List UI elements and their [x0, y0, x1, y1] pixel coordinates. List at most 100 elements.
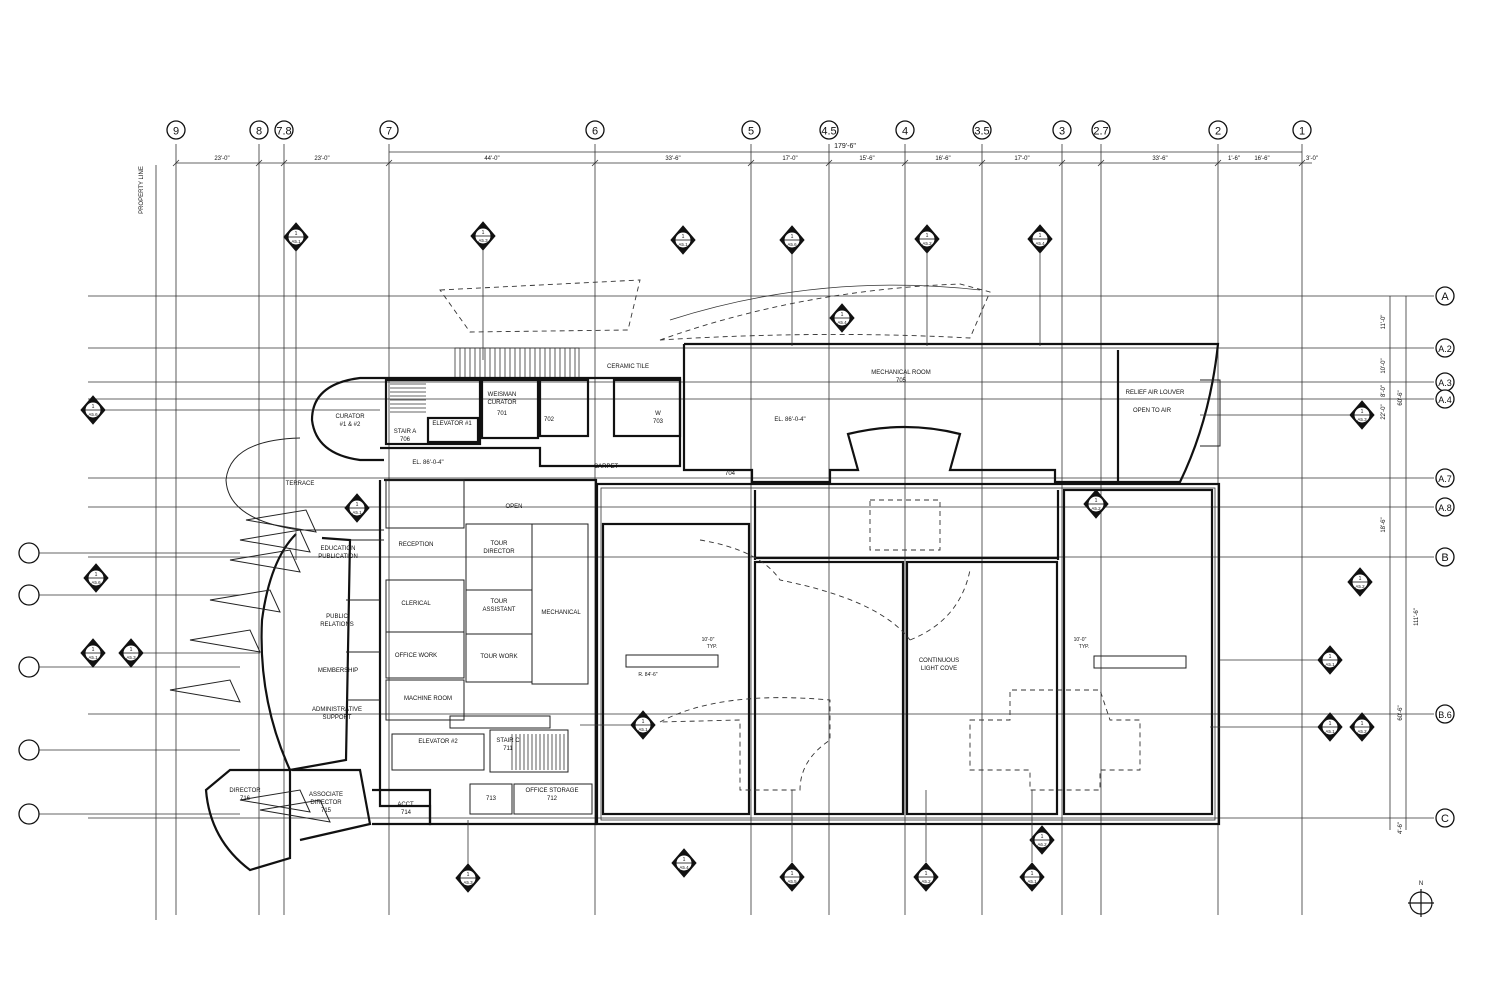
section-marker-number: 1 [1031, 871, 1034, 877]
room-713 [469, 783, 513, 815]
grid-bubble-label: A [1441, 291, 1449, 303]
dimension-tick [1097, 159, 1105, 167]
admin-arc-wall [289, 536, 352, 772]
dimension-note: TYP. [1079, 644, 1089, 650]
grid-bubble-left [18, 542, 40, 564]
room-name: OPEN TO AIR [1133, 408, 1172, 414]
section-marker-sheet: A5.1 [291, 239, 301, 244]
room-name: MEMBERSHIP [318, 668, 358, 674]
room-name: ELEVATOR #2 [418, 739, 458, 745]
section-marker: 1A5.4 [671, 848, 697, 878]
north-arrow-label: N [1419, 881, 1423, 887]
office-work-room [385, 631, 465, 679]
dashed-ceiling-2 [969, 689, 1141, 791]
dimension-label: 16'-6" [935, 156, 950, 162]
section-marker-number: 1 [1361, 721, 1364, 727]
dashed-skylight [869, 499, 941, 551]
grid-bubble-label: 1 [1299, 126, 1305, 138]
facade-fin [169, 679, 241, 703]
section-marker-number: 1 [1361, 409, 1364, 415]
dimension-label: 23'-0" [214, 156, 229, 162]
room-sub: CURATOR [487, 400, 517, 406]
dashed-arc-1 [699, 539, 911, 641]
dimension-label: 8'-0" [1381, 385, 1387, 397]
section-marker-sheet: A5.3 [478, 238, 488, 243]
section-marker: 1A5.6 [779, 225, 805, 255]
grid-bubble-label: A.4 [1438, 395, 1452, 405]
grid-bubble-label: 4 [902, 126, 908, 138]
grid-bubble-circle [1435, 808, 1455, 828]
section-marker-number: 1 [1329, 721, 1332, 727]
room-name: WEISMAN [488, 392, 517, 398]
room-name: OFFICE STORAGE [526, 788, 579, 794]
room-sub: 714 [401, 810, 412, 816]
section-marker: 1A5.2 [1347, 567, 1373, 597]
room-sub: 706 [400, 437, 411, 443]
dimension-label: 11'-0" [1381, 315, 1387, 330]
room-sub: SUPPORT [323, 715, 352, 721]
grid-bubble-col: 8 [249, 120, 269, 140]
section-marker-number: 1 [791, 871, 794, 877]
section-marker-sheet: A5.4 [837, 320, 847, 325]
admin-partitions [346, 539, 384, 701]
section-marker: 1A5.2 [914, 224, 940, 254]
grid-bubble-row: A.7 [1435, 468, 1455, 488]
section-marker-sheet: A5.1 [1325, 662, 1335, 667]
grid-bubble-col: 4.5 [819, 120, 839, 140]
facade-fin [245, 509, 317, 533]
elevator-1 [426, 416, 480, 444]
dimension-label: 33'-6" [1152, 156, 1167, 162]
room-label: TOUR WORK [480, 654, 517, 660]
stair-c [489, 729, 569, 773]
grid-bubble-circle [18, 656, 40, 678]
room-label: ASSOCIATE DIRECTOR [309, 792, 343, 806]
section-marker: 1A5.6 [83, 563, 109, 593]
section-marker-number: 1 [683, 857, 686, 863]
room-sub: DIRECTOR [483, 549, 515, 555]
section-marker: 1A5.2 [913, 862, 939, 892]
grid-bubble-col: 1 [1292, 120, 1312, 140]
room-name: ASSOCIATE [309, 792, 343, 798]
section-marker-number: 1 [791, 234, 794, 240]
room-sub: RELATIONS [320, 622, 354, 628]
section-marker-sheet: A5.6 [91, 580, 101, 585]
grid-bubble-left [18, 656, 40, 678]
dimension-label: 33'-6" [665, 156, 680, 162]
room-name: TOUR WORK [480, 654, 517, 660]
north-arrow: N [1408, 881, 1434, 917]
dimension-tick [385, 159, 393, 167]
section-marker-sheet: A5.3 [1357, 417, 1367, 422]
grid-bubble-circle [379, 120, 399, 140]
grid-bubble-col: 9 [166, 120, 186, 140]
grid-bubble-col: 2 [1208, 120, 1228, 140]
room-702 [538, 378, 590, 438]
grid-bubble-col: 2.7 [1091, 120, 1111, 140]
section-marker-sheet: A5.1 [88, 655, 98, 660]
room-name: MECHANICAL ROOM [871, 370, 930, 376]
dimension-tick [825, 159, 833, 167]
gallery-room-3 [905, 560, 1059, 816]
section-marker-sheet: A5.1 [1027, 879, 1037, 884]
section-marker-sheet: A5.3 [126, 655, 136, 660]
section-marker: 1A5.5 [779, 862, 805, 892]
grid-bubble-label: B.6 [1438, 710, 1452, 720]
room-name: 702 [544, 417, 555, 423]
section-marker-sheet: A5.3 [463, 880, 473, 885]
room-sub: DIRECTOR [310, 800, 342, 806]
dimension-note: TYP. [707, 644, 717, 650]
grid-bubble-label: 3.5 [974, 126, 989, 138]
grid-bubble-col: 7.8 [274, 120, 294, 140]
section-marker-sheet: A5.2 [1357, 729, 1367, 734]
grid-bubble-circle [1208, 120, 1228, 140]
dimension-tick [172, 159, 180, 167]
grid-lines [39, 144, 1434, 920]
room-name: ELEVATOR #1 [432, 421, 472, 427]
dimension-tick [901, 159, 909, 167]
room-label: MEMBERSHIP [318, 668, 358, 674]
